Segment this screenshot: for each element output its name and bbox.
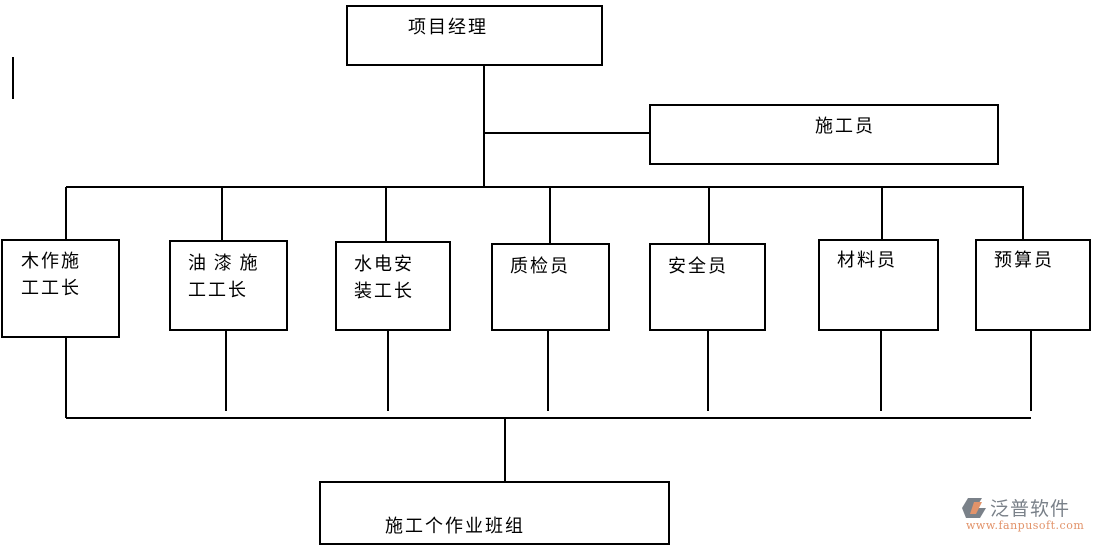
watermark-url: www.fanpusoft.com bbox=[966, 519, 1085, 532]
node-safety bbox=[649, 243, 766, 331]
node-materials-label: 材料员 bbox=[837, 250, 897, 271]
node-quality-label: 质检员 bbox=[510, 256, 570, 277]
node-budget-label: 预算员 bbox=[994, 250, 1054, 271]
node-constructor bbox=[649, 104, 999, 165]
node-safety-label: 安全员 bbox=[668, 256, 728, 277]
watermark-brand: 泛普软件 bbox=[990, 498, 1071, 520]
fanpu-logo-icon bbox=[962, 498, 986, 518]
node-teams-label: 施工个作业班组 bbox=[385, 516, 525, 537]
node-painting bbox=[169, 240, 288, 331]
node-teams bbox=[319, 481, 670, 545]
node-plumbing-label-2: 装工长 bbox=[354, 281, 414, 302]
node-budget bbox=[975, 239, 1091, 331]
node-plumbing-label-1: 水电安 bbox=[354, 254, 414, 275]
node-manager bbox=[346, 5, 603, 66]
node-carpentry-label-1: 木作施 bbox=[21, 251, 81, 272]
node-carpentry-label-2: 工工长 bbox=[21, 278, 81, 299]
node-manager-label: 项目经理 bbox=[408, 17, 488, 38]
node-constructor-label: 施工员 bbox=[815, 116, 875, 137]
node-carpentry bbox=[1, 239, 120, 338]
node-plumbing bbox=[335, 241, 451, 331]
node-materials bbox=[818, 239, 939, 331]
node-quality bbox=[491, 243, 610, 331]
node-painting-label-2: 工工长 bbox=[188, 280, 248, 301]
node-painting-label-1: 油 漆 施 bbox=[188, 253, 259, 274]
